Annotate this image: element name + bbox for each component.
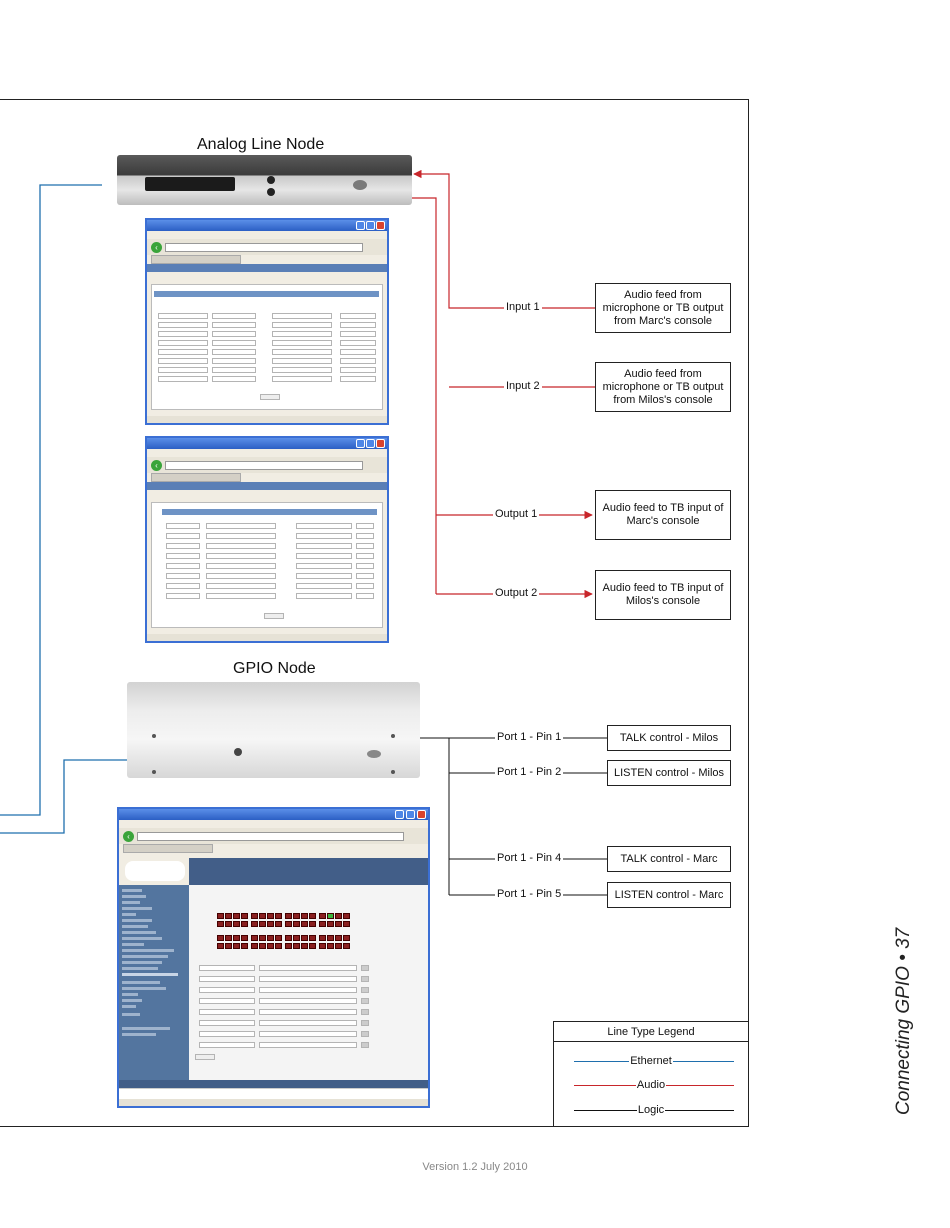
pin1-label: Port 1 - Pin 1	[495, 731, 564, 744]
input2-box: Audio feed from microphone or TB output …	[595, 362, 731, 412]
legend-audio-row: Audio	[554, 1079, 748, 1092]
gpio-node-title: GPIO Node	[233, 660, 316, 677]
gpio-config-window: ‹	[117, 807, 430, 1108]
nav-bar	[147, 482, 387, 490]
output2-label: Output 2	[493, 587, 540, 600]
browser-toolbar: ‹	[119, 828, 428, 844]
pin4-box: TALK control - Marc	[607, 846, 731, 872]
browser-tab	[123, 844, 213, 853]
output1-label: Output 1	[493, 508, 540, 521]
legend-logic-row: Logic	[554, 1104, 748, 1117]
url-bar	[165, 242, 363, 252]
logo-icon	[367, 750, 381, 758]
menu-bar	[147, 449, 387, 457]
legend-ethernet: Ethernet	[629, 1055, 673, 1067]
browser-tab	[151, 255, 241, 264]
knob-icon	[267, 176, 275, 184]
url-bar	[165, 460, 363, 470]
audio-line-outputs	[412, 197, 437, 594]
display-panel	[145, 177, 235, 191]
pin4-label: Port 1 - Pin 4	[495, 852, 564, 865]
menu-bar	[119, 820, 428, 828]
browser-toolbar: ‹	[147, 457, 387, 473]
destinations-table	[151, 502, 383, 628]
input1-box: Audio feed from microphone or TB output …	[595, 283, 731, 333]
status-bar	[147, 416, 387, 423]
diagram-frame	[0, 99, 749, 1127]
pin5-label: Port 1 - Pin 5	[495, 888, 564, 901]
ethernet-line-analog	[0, 184, 102, 816]
horizontal-scrollbar	[119, 1088, 428, 1099]
status-bar	[147, 634, 387, 641]
destinations-window: ‹	[145, 436, 389, 643]
analog-node-device	[117, 155, 412, 205]
legend-title: Line Type Legend	[554, 1022, 748, 1042]
pin2-label: Port 1 - Pin 2	[495, 766, 564, 779]
legend-logic: Logic	[636, 1104, 666, 1116]
pin2-box: LISTEN control - Milos	[607, 760, 731, 786]
page-side-title: Connecting GPIO • 37	[893, 927, 914, 1115]
gpio-node-device	[127, 682, 420, 778]
element-logo	[125, 861, 185, 881]
nav-bar	[147, 264, 387, 272]
window-titlebar	[119, 809, 428, 820]
window-titlebar	[147, 220, 387, 231]
page-footer: Version 1.2 July 2010	[422, 1161, 528, 1173]
output1-box: Audio feed to TB input of Marc's console	[595, 490, 731, 540]
ecc-header	[189, 858, 428, 885]
ecc-footer-bar	[119, 1080, 428, 1088]
ethernet-line-gpio	[0, 759, 127, 834]
analog-node-title: Analog Line Node	[197, 136, 325, 153]
input1-label: Input 1	[504, 301, 542, 314]
menu-bar	[147, 231, 387, 239]
window-titlebar	[147, 438, 387, 449]
legend-ethernet-row: Ethernet	[554, 1055, 748, 1068]
line-type-legend: Line Type Legend Ethernet Audio Logic	[553, 1021, 749, 1127]
back-icon: ‹	[151, 241, 162, 253]
url-bar	[137, 831, 404, 841]
legend-audio: Audio	[635, 1079, 667, 1091]
back-icon: ‹	[123, 830, 134, 842]
output2-box: Audio feed to TB input of Milos's consol…	[595, 570, 731, 620]
pin1-box: TALK control - Milos	[607, 725, 731, 751]
logo-icon	[353, 180, 367, 190]
browser-tab	[151, 473, 241, 482]
back-icon: ‹	[151, 459, 162, 471]
pin5-box: LISTEN control - Marc	[607, 882, 731, 908]
input2-label: Input 2	[504, 380, 542, 393]
knob-icon	[267, 188, 275, 196]
audio-line-input1	[413, 169, 595, 309]
browser-toolbar: ‹	[147, 239, 387, 255]
port-icon	[234, 748, 242, 756]
sources-table	[151, 284, 383, 410]
sources-window: ‹	[145, 218, 389, 425]
status-bar	[119, 1099, 428, 1106]
ecc-sidebar	[119, 885, 189, 1099]
gpio-config-panel	[189, 885, 428, 1088]
